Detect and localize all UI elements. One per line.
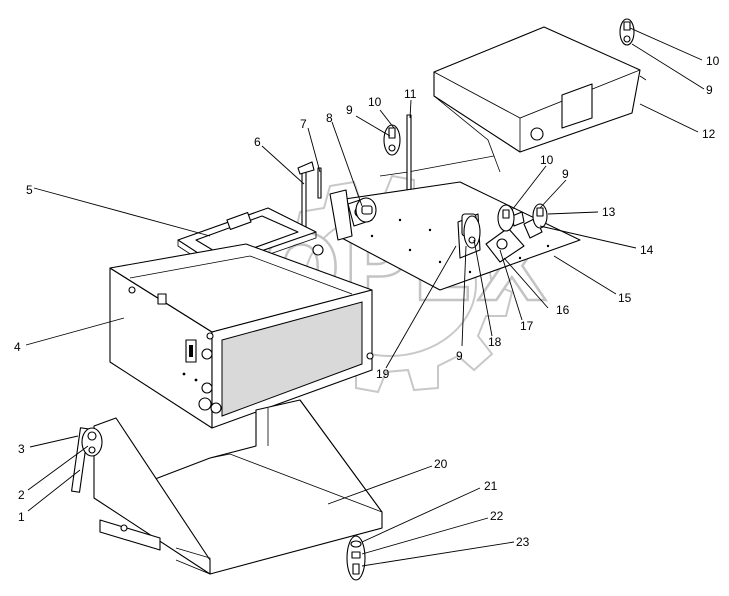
callout-14: 14 [640, 243, 654, 257]
callout-10b: 10 [706, 54, 720, 68]
part-11-rod [406, 114, 412, 198]
callout-9d: 9 [456, 349, 463, 363]
callout-2: 2 [18, 488, 25, 502]
callout-9c: 9 [562, 167, 569, 181]
callout-10c: 10 [540, 153, 554, 167]
part-20-stand [93, 399, 383, 575]
callout-20: 20 [434, 457, 448, 471]
callout-11: 11 [404, 87, 417, 101]
part-12-cover-box [379, 26, 647, 177]
callout-9a: 9 [346, 103, 353, 117]
fastener-set-top-right [619, 18, 635, 46]
leader-lines [25, 27, 705, 567]
callout-3: 3 [18, 442, 25, 456]
callout-15: 15 [618, 291, 632, 305]
part-1-3-side-bracket [71, 427, 103, 493]
callout-6: 6 [254, 135, 261, 149]
fastener-set-plate-right [497, 203, 548, 232]
fastener-set-plate-left [463, 215, 481, 249]
callout-7: 7 [300, 117, 307, 131]
callout-16: 16 [556, 303, 570, 317]
callout-22: 22 [490, 509, 504, 523]
callout-1: 1 [18, 510, 25, 524]
callout-labels: 1 2 3 4 5 6 7 8 9 10 11 10 9 12 10 9 13 … [14, 54, 720, 549]
callout-21: 21 [484, 479, 498, 493]
callout-8: 8 [326, 111, 333, 125]
callout-12: 12 [702, 127, 716, 141]
fastener-set-upper-middle [383, 124, 401, 156]
callout-13: 13 [602, 205, 616, 219]
callout-5: 5 [26, 183, 33, 197]
callout-23: 23 [516, 535, 530, 549]
callout-9b: 9 [706, 83, 713, 97]
callout-10a: 10 [368, 95, 382, 109]
part-4-main-box [109, 243, 374, 429]
part-21-23-bolt-set [346, 535, 366, 581]
callout-17: 17 [520, 319, 534, 333]
part-7-pin [317, 167, 322, 199]
fastener-set-8 [355, 197, 377, 223]
callout-19: 19 [376, 367, 390, 381]
callout-4: 4 [14, 340, 21, 354]
callout-18: 18 [488, 335, 502, 349]
